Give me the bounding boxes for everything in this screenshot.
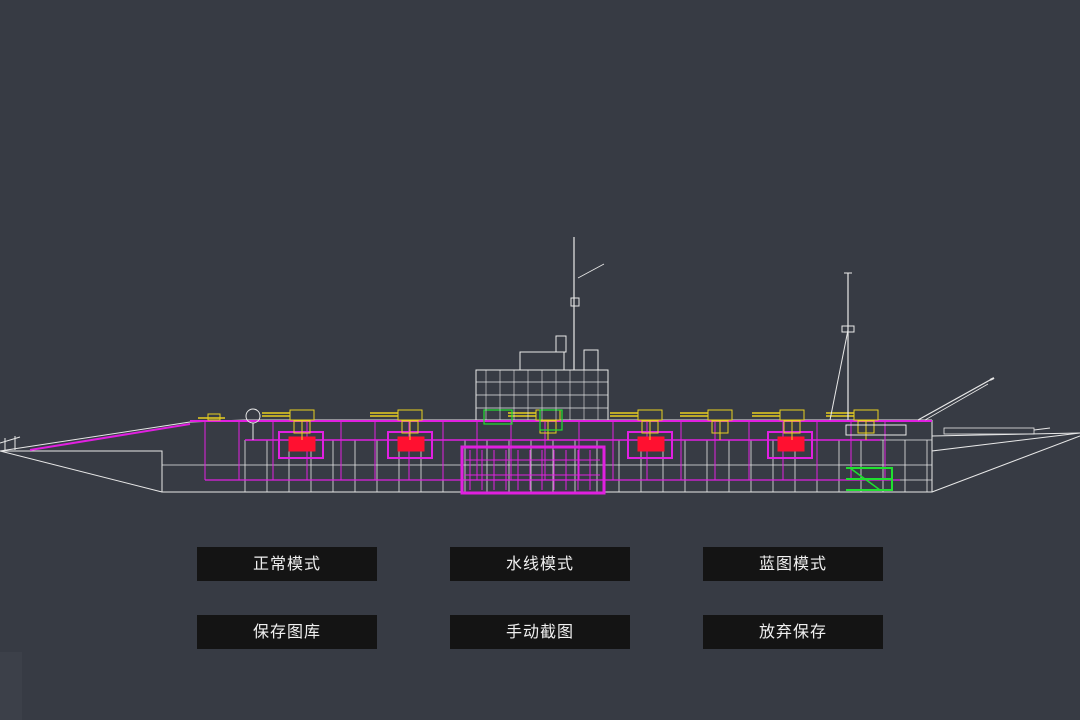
magazine-block [637,436,665,452]
engine-unit [539,409,563,431]
turret-housing [289,409,315,421]
magazine-block [777,436,805,452]
bowsprit [0,436,21,444]
normal-mode-button[interactable]: 正常模式 [197,547,377,581]
bow-keel [0,450,163,493]
turret-housing [707,409,733,421]
stern-keel [931,435,1080,493]
save-gallery-button[interactable]: 保存图库 [197,615,377,649]
crane-cable [924,383,989,421]
mast-platform [570,297,580,307]
yard [577,263,605,279]
stern-rail [943,427,1035,435]
engine-unit [483,409,513,425]
steering-link [849,467,881,491]
bridge [519,351,565,371]
waterline-mode-button[interactable]: 水线模式 [450,547,630,581]
bow-deck [0,421,191,452]
hull-outline [0,432,1080,493]
aft-deckhouse [845,424,907,436]
ensign-staff [1033,427,1051,431]
machinery-armor-box [460,445,606,495]
turret-housing [397,409,423,421]
manual-screenshot-button[interactable]: 手动截图 [450,615,630,649]
discard-save-button[interactable]: 放弃保存 [703,615,883,649]
magazine-armor [278,431,324,459]
aft-platform [841,325,855,333]
crane-tip [989,377,995,381]
turret-housing [853,409,879,421]
turret-housing [637,409,663,421]
turret-housing [779,409,805,421]
quarterdeck [931,432,1080,437]
funnel [583,349,599,371]
crane-boom [917,379,991,421]
blueprint-mode-button[interactable]: 蓝图模式 [703,547,883,581]
bow-armor-line [29,423,191,451]
magazine-armor [767,431,813,459]
mast-strut [829,329,849,421]
magazine-block [397,436,425,452]
rangefinder [555,335,567,353]
side-panel-handle[interactable] [0,652,22,720]
bow-gun-mount [207,413,221,421]
